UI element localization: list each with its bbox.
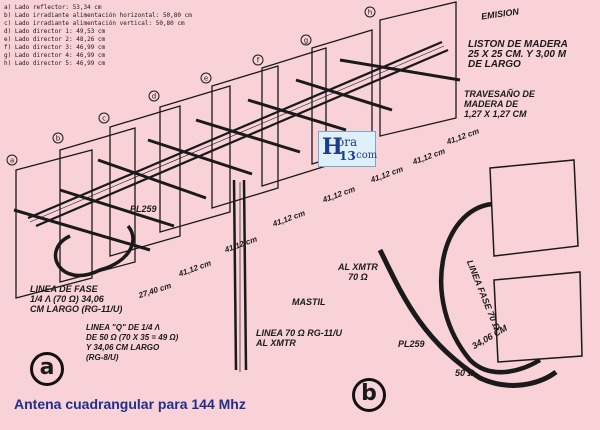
element-letter: d <box>152 93 156 101</box>
logo-ora: ora <box>337 135 358 149</box>
dimension-item: d) Lado director 1: 49,53 cm <box>4 28 106 35</box>
element-letter: c <box>102 115 106 123</box>
diagram-b <box>377 159 583 388</box>
element-letter: f <box>257 57 260 65</box>
logo-h: H <box>322 134 343 160</box>
element-letter-circle <box>300 34 312 46</box>
element-letter-circle <box>98 112 110 124</box>
element-letter-circle <box>6 154 18 166</box>
liston-label: LISTON DE MADERA 25 X 25 CM. Y 3,00 M DE… <box>468 39 568 70</box>
loop-e <box>211 65 279 209</box>
loop-h <box>379 1 457 137</box>
dimension-item: g) Lado director 4: 46,99 cm <box>4 52 106 59</box>
phase-line-label: LINEA DE FASE 1/4 λ (70 Ω) 34,06 CM LARG… <box>30 284 123 314</box>
element-letter: e <box>204 75 208 83</box>
figure-a-marker: a <box>30 352 64 386</box>
logo-num: 13 <box>339 149 356 163</box>
dimension-item: e) Lado director 2: 48,26 cm <box>4 36 106 43</box>
loop-a <box>15 149 93 299</box>
dimension-item: h) Lado director 5: 46,99 cm <box>4 60 106 67</box>
element-letter: a <box>10 157 14 165</box>
loop-f <box>261 47 327 187</box>
dimension-item: a) Lado reflector: 53,34 cm <box>4 4 102 11</box>
dimension-item: b) Lado irradiante alimentación horizont… <box>4 12 192 19</box>
hora13-logo: H ora 13 .com <box>318 131 378 167</box>
logo-com: .com <box>353 150 378 161</box>
pl259-label: PL259 <box>130 204 157 214</box>
element-letter-circle <box>148 90 160 102</box>
xmtr-label-b: AL XMTR 70 Ω <box>338 262 378 282</box>
caption: Antena cuadrangular para 144 Mhz <box>14 396 246 412</box>
pl259-label-b: PL259 <box>398 339 425 349</box>
phase-line-a <box>53 224 135 278</box>
element-letter-circle <box>364 6 376 18</box>
element-letter: g <box>304 37 308 45</box>
mast-label: MASTIL <box>292 297 326 307</box>
figure-b-marker: b <box>352 378 386 412</box>
loop-c <box>109 105 181 257</box>
element-letter-circle <box>252 54 264 66</box>
loop-d <box>159 85 231 233</box>
element-letter: h <box>368 9 372 17</box>
ohm-label-b: 50 Ω <box>455 368 475 378</box>
mast <box>232 179 248 372</box>
element-letter-circle <box>200 72 212 84</box>
feed-line-label: LINEA 70 Ω RG-11/U AL XMTR <box>256 328 343 348</box>
travesano-label: TRAVESAÑO DE MADERA DE 1,27 X 1,27 CM <box>464 89 535 119</box>
element-letter-circle <box>52 132 64 144</box>
q-line-label: LINEA "Q" DE 1/4 λ DE 50 Ω (70 X 35 = 49… <box>86 323 179 362</box>
spreaders <box>13 58 461 252</box>
dimension-item: f) Lado director 3: 46,99 cm <box>4 44 106 51</box>
element-letter: b <box>56 135 61 143</box>
dimension-item: c) Lado irradiante alimentación vertical… <box>4 20 185 27</box>
